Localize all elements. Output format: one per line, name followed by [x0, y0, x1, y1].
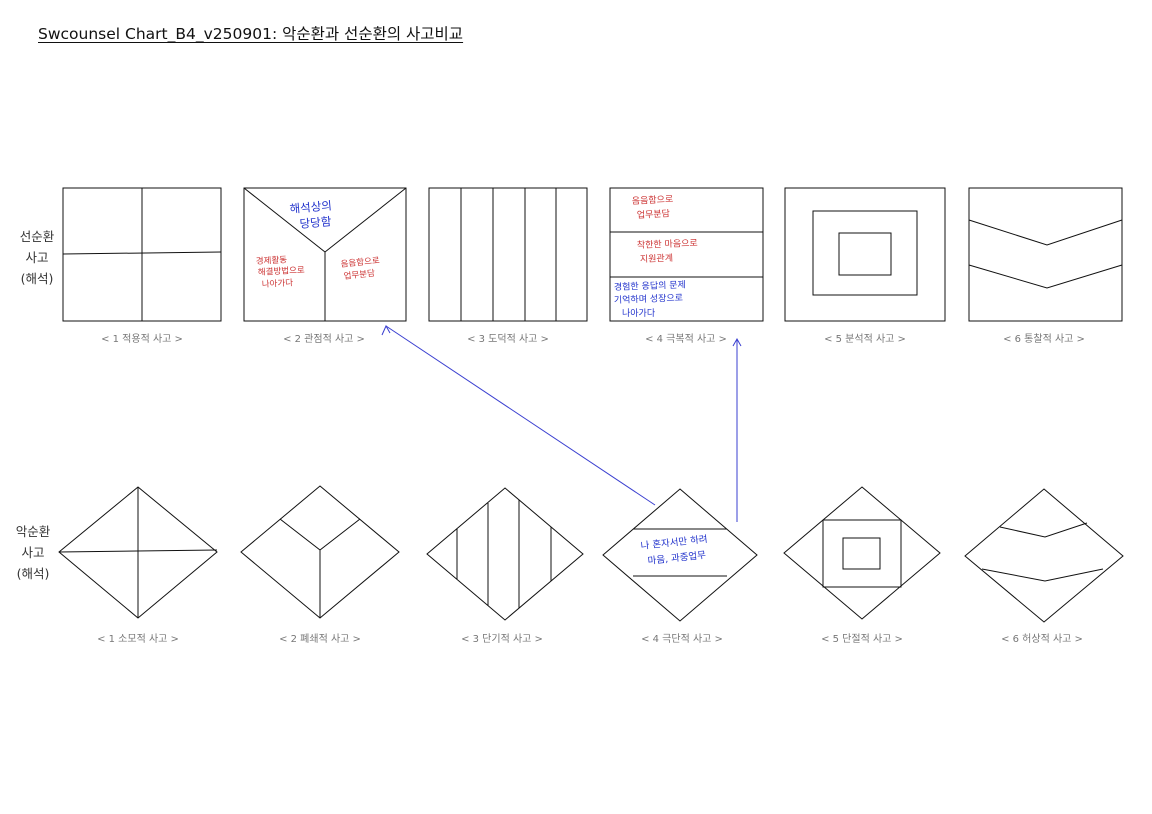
row-label-line: 사고 — [21, 545, 45, 560]
diamond-illusory-thinking — [964, 488, 1124, 623]
note-line: 나아가다 — [262, 277, 294, 290]
caption-applied-thinking: < 1 적용적 사고 > — [101, 334, 183, 345]
box-analytical-thinking — [784, 187, 946, 322]
caption-consuming-thinking: < 1 소모적 사고 > — [97, 634, 179, 645]
note-line: 해석상의 — [289, 198, 332, 216]
box-applied-thinking — [62, 187, 222, 322]
note-line: 마음, 과중업무 — [647, 549, 707, 567]
row-label-line: 악순환 — [15, 524, 51, 539]
note-overcoming-1: 음음함으로 업무분담 — [632, 194, 674, 221]
connector-arrows — [381, 324, 742, 522]
arrow-head-icon — [732, 337, 742, 347]
caption-perspective-thinking: < 2 관점적 사고 > — [283, 334, 365, 345]
note-line: 해결방법으로 — [258, 265, 306, 278]
box-insightful-thinking — [968, 187, 1123, 322]
caption-analytical-thinking: < 5 분석적 사고 > — [824, 334, 906, 345]
caption-shortterm-thinking: < 3 단기적 사고 > — [461, 634, 543, 645]
note-overcoming-3: 경험한 응답의 문제 기억하며 성장으로 나아가다 — [614, 278, 686, 319]
note-line: 업무분담 — [637, 207, 671, 221]
caption-closed-thinking: < 2 폐쇄적 사고 > — [279, 634, 361, 645]
note-line: 경제활동 — [256, 254, 288, 267]
note-line: 나 혼자서만 하려 — [640, 533, 708, 552]
note-line: 업무분담 — [343, 268, 375, 282]
caption-moral-thinking: < 3 도덕적 사고 > — [467, 334, 549, 345]
note-line: 기억하며 성장으로 — [614, 292, 683, 306]
arrow-head-icon — [381, 324, 391, 336]
note-line: 음음함으로 — [340, 256, 380, 270]
box-moral-thinking — [428, 187, 588, 322]
diamond-shortterm-thinking — [426, 487, 584, 621]
caption-illusory-thinking: < 6 허상적 사고 > — [1001, 634, 1083, 645]
note-line: 지원관계 — [640, 252, 674, 265]
connector-extreme-to-perspective — [385, 325, 656, 506]
row-label-line: 사고 — [25, 250, 49, 265]
row-label-virtuous: 선순환 사고 (해석) — [12, 226, 62, 289]
diamond-extreme-thinking — [602, 488, 758, 622]
note-perspective-left: 경제활동 해결방법으로 나아가다 — [256, 254, 306, 290]
caption-overcoming-thinking: < 4 극복적 사고 > — [645, 334, 727, 345]
row-label-vicious: 악순환 사고 (해석) — [8, 521, 58, 584]
note-line: 당당함 — [299, 214, 332, 231]
note-overcoming-2: 착한한 마음으로 지원관계 — [637, 238, 698, 265]
note-line: 경험한 응답의 문제 — [614, 278, 686, 293]
diamond-closed-thinking — [240, 485, 400, 619]
note-line: 음음함으로 — [632, 194, 674, 207]
note-extreme: 나 혼자서만 하려 마음, 과중업무 — [640, 533, 708, 567]
note-perspective-right: 음음함으로 업무분담 — [340, 256, 380, 282]
box-overcoming-thinking — [609, 187, 764, 322]
diamond-consuming-thinking — [58, 486, 218, 619]
box-perspective-thinking — [243, 187, 407, 322]
note-line: 착한한 마음으로 — [637, 238, 698, 251]
caption-disconnected-thinking: < 5 단절적 사고 > — [821, 634, 903, 645]
note-line: 나아가다 — [622, 308, 656, 319]
caption-extreme-thinking: < 4 극단적 사고 > — [641, 634, 723, 645]
diamond-disconnected-thinking — [783, 486, 941, 620]
row-label-line: (해석) — [20, 271, 54, 286]
row-label-line: 선순환 — [19, 229, 55, 244]
note-perspective-top: 해석상의 당당함 — [289, 198, 332, 231]
row-label-line: (해석) — [16, 566, 50, 581]
caption-insightful-thinking: < 6 통찰적 사고 > — [1003, 334, 1085, 345]
page-title: Swcounsel Chart_B4_v250901: 악순환과 선순환의 사고… — [38, 25, 464, 43]
